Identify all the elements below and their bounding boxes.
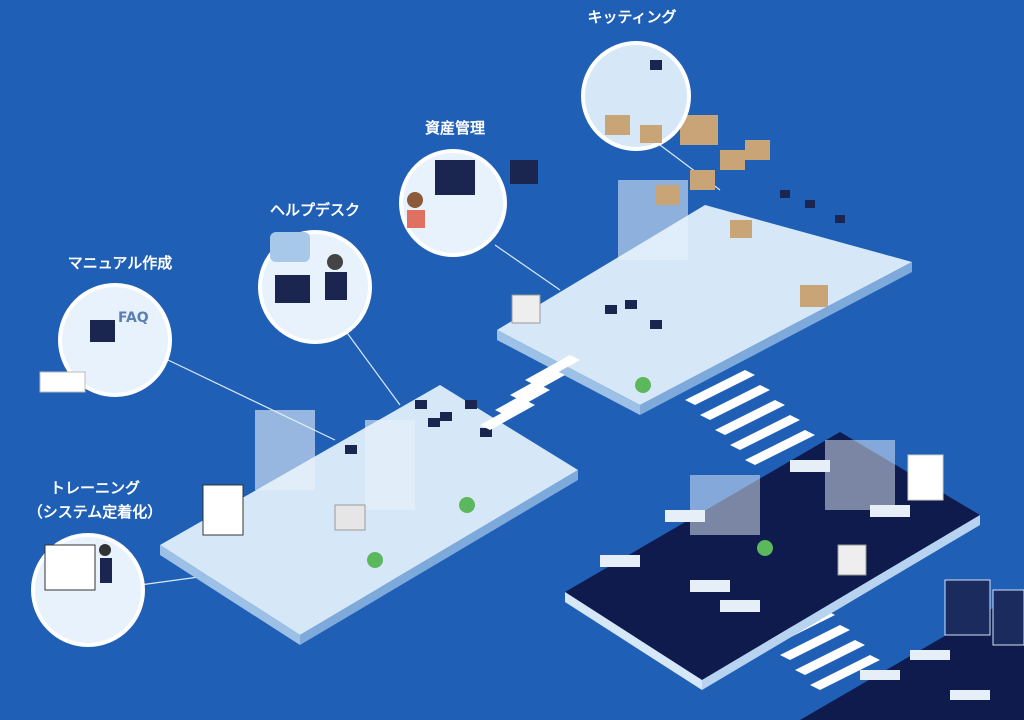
whiteboard (907, 454, 944, 501)
dark-office-floor (565, 432, 980, 690)
svg-text:FAQ: FAQ (118, 310, 149, 326)
glass-partition (255, 410, 315, 490)
glass-partition (365, 420, 415, 510)
kitting-floor (497, 115, 912, 415)
helpdesk-label: ヘルプデスク (269, 201, 361, 219)
training-floor (160, 385, 578, 645)
helpdesk-vignette (258, 230, 372, 344)
plant (635, 377, 651, 393)
vignette-circles: FAQ (31, 41, 691, 647)
training-sub-label: （システム定着化） (27, 503, 163, 521)
dashboard-screen (992, 589, 1024, 646)
glass-partition (825, 440, 895, 510)
training-label: トレーニング (49, 479, 141, 497)
manual-creation-vignette: FAQ (39, 283, 172, 397)
glass-partition (690, 475, 760, 535)
copier (334, 504, 366, 531)
copier (511, 294, 541, 324)
plant (459, 497, 475, 513)
training-vignette (31, 533, 145, 647)
whiteboard (202, 484, 244, 536)
connector-asset (494, 244, 561, 291)
asset-management-label: 資産管理 (424, 119, 486, 137)
monitoring-floor (800, 579, 1024, 720)
kitting-vignette (581, 41, 691, 151)
plant (757, 540, 773, 556)
boxes (655, 115, 828, 307)
manual-creation-label: マニュアル作成 (67, 254, 173, 272)
connector-helpdesk (344, 329, 401, 406)
kitting-label: キッティング (587, 8, 677, 26)
copier (837, 544, 867, 576)
plant (367, 552, 383, 568)
asset-management-vignette (399, 149, 538, 257)
dashboard-screen (944, 579, 991, 636)
